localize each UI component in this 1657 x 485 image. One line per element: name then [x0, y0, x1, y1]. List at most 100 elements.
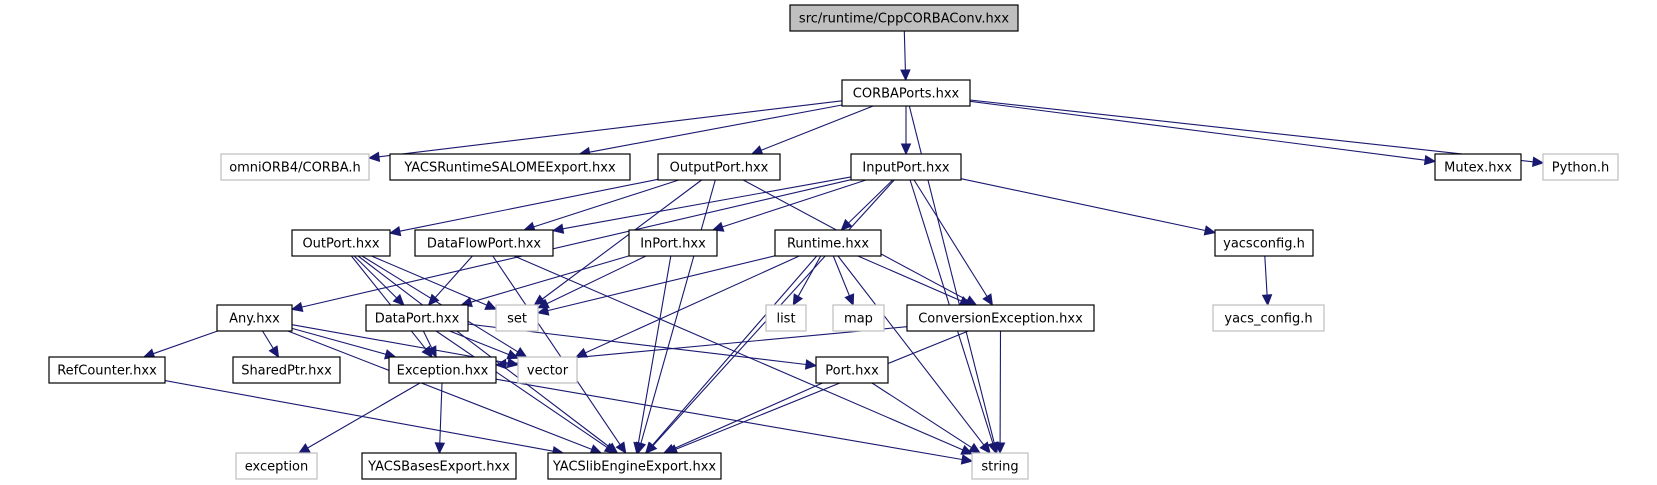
node-box[interactable]: [1212, 304, 1325, 332]
edge-outport-to-dataport: [353, 255, 405, 306]
arrowhead-icon: [979, 441, 991, 454]
node-mutex[interactable]: Mutex.hxx: [1434, 153, 1522, 181]
edge-line: [492, 255, 621, 446]
edge-line: [903, 30, 906, 71]
edge-outport-to-set: [371, 255, 498, 310]
edge-dataflowport-to-string: [513, 255, 974, 455]
node-yacs_config[interactable]: yacs_config.h: [1212, 304, 1325, 332]
edge-outputport-to-yacslibengine: [635, 179, 716, 455]
edge-line: [832, 255, 850, 296]
node-refcounter[interactable]: RefCounter.hxx: [48, 356, 166, 384]
node-set[interactable]: set: [495, 304, 539, 332]
node-conversionexception[interactable]: ConversionException.hxx: [906, 304, 1095, 332]
node-box[interactable]: [48, 356, 166, 384]
node-box[interactable]: [789, 4, 1019, 32]
edge-cppcorbaconv-to-corbaports: [900, 30, 911, 82]
edge-line: [547, 255, 776, 312]
arrowhead-icon: [987, 441, 998, 455]
arrowhead-icon: [575, 347, 588, 358]
node-port[interactable]: Port.hxx: [815, 356, 889, 384]
edge-exception_hxx-to-yacsbases: [434, 382, 446, 455]
edge-inputport-to-dataflowport: [551, 176, 852, 234]
edge-line: [871, 382, 972, 449]
edge-line: [651, 255, 818, 446]
node-box[interactable]: [774, 229, 882, 257]
node-box[interactable]: [232, 356, 341, 384]
node-python[interactable]: Python.h: [1542, 153, 1619, 181]
node-box[interactable]: [388, 356, 497, 384]
node-box[interactable]: [628, 229, 718, 257]
node-exception_std[interactable]: exception: [235, 452, 318, 480]
node-omniorb[interactable]: omniORB4/CORBA.h: [220, 153, 370, 181]
node-inport[interactable]: InPort.hxx: [628, 229, 718, 257]
node-outport[interactable]: OutPort.hxx: [291, 229, 391, 257]
node-box[interactable]: [361, 452, 517, 480]
node-box[interactable]: [1214, 229, 1314, 257]
node-box[interactable]: [547, 452, 722, 480]
node-box[interactable]: [1434, 153, 1522, 181]
node-box[interactable]: [220, 153, 370, 181]
edge-corbaports-to-omniorb: [367, 100, 843, 163]
node-string[interactable]: string: [971, 452, 1029, 480]
edge-inputport-to-inport: [711, 179, 867, 232]
node-box[interactable]: [414, 229, 554, 257]
node-box[interactable]: [657, 153, 781, 181]
node-label: vector: [527, 364, 569, 379]
edge-outputport-to-dataflowport: [523, 179, 679, 232]
node-box[interactable]: [365, 304, 469, 332]
node-box[interactable]: [906, 304, 1095, 332]
edge-inport-to-set: [536, 255, 647, 309]
node-corbaports[interactable]: CORBAPorts.hxx: [841, 79, 971, 107]
edge-any-to-yacslibengine: [287, 330, 603, 455]
node-label: Runtime.hxx: [787, 237, 869, 252]
arrowhead-icon: [994, 442, 1006, 455]
node-box[interactable]: [850, 153, 962, 181]
node-inputport[interactable]: InputPort.hxx: [850, 153, 962, 181]
edge-line: [637, 255, 672, 444]
node-box[interactable]: [765, 304, 807, 332]
node-yacsruntimesalome[interactable]: YACSRuntimeSALOMEExport.hxx: [389, 153, 631, 181]
edge-line: [837, 255, 985, 446]
node-yacsbases[interactable]: YACSBasesExport.hxx: [361, 452, 517, 480]
node-exception_hxx[interactable]: Exception.hxx: [388, 356, 497, 384]
node-box[interactable]: [1542, 153, 1619, 181]
node-cppcorbaconv[interactable]: src/runtime/CppCORBAConv.hxx: [789, 4, 1019, 32]
node-box[interactable]: [291, 229, 391, 257]
arrowhead-icon: [982, 293, 994, 307]
node-dataport[interactable]: DataPort.hxx: [365, 304, 469, 332]
node-box[interactable]: [495, 304, 539, 332]
edge-line: [439, 382, 443, 444]
node-box[interactable]: [389, 153, 631, 181]
edge-line: [640, 179, 716, 444]
edge-outputport-to-outport: [388, 178, 659, 237]
edge-any-to-exception_hxx: [291, 327, 397, 360]
node-dataflowport[interactable]: DataFlowPort.hxx: [414, 229, 554, 257]
edge-conversionexception-to-string: [994, 330, 1006, 455]
edge-line: [378, 100, 843, 158]
node-yacsconfig[interactable]: yacsconfig.h: [1214, 229, 1314, 257]
arrowhead-icon: [603, 442, 617, 454]
node-sharedptr[interactable]: SharedPtr.hxx: [232, 356, 341, 384]
edge-corbaports-to-mutex: [969, 100, 1437, 166]
node-any[interactable]: Any.hxx: [216, 304, 293, 332]
node-runtime[interactable]: Runtime.hxx: [774, 229, 882, 257]
node-outputport[interactable]: OutputPort.hxx: [657, 153, 781, 181]
node-label: set: [507, 312, 527, 327]
node-box[interactable]: [517, 356, 578, 384]
node-list[interactable]: list: [765, 304, 807, 332]
node-box[interactable]: [815, 356, 889, 384]
node-yacslibengine[interactable]: YACSlibEngineExport.hxx: [547, 452, 722, 480]
arrowhead-icon: [589, 444, 603, 455]
node-vector[interactable]: vector: [517, 356, 578, 384]
node-box[interactable]: [841, 79, 971, 107]
node-box[interactable]: [971, 452, 1029, 480]
node-map[interactable]: map: [832, 304, 885, 332]
node-box[interactable]: [235, 452, 318, 480]
edge-line: [675, 330, 969, 450]
node-label: CORBAPorts.hxx: [853, 87, 960, 102]
node-box[interactable]: [832, 304, 885, 332]
arrowhead-icon: [792, 293, 804, 307]
edge-line: [350, 255, 427, 350]
node-label: Mutex.hxx: [1444, 161, 1512, 176]
node-box[interactable]: [216, 304, 293, 332]
